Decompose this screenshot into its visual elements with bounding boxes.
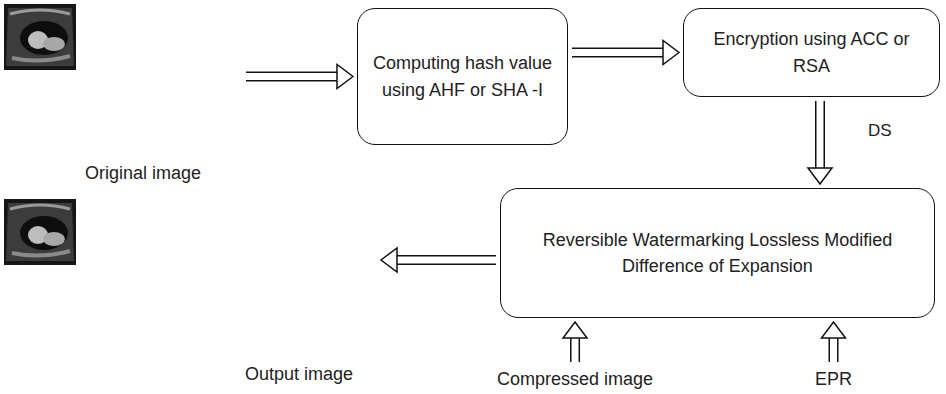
arrow-outline [572, 48, 663, 58]
arrow-fill [246, 73, 337, 80]
arrow-fill [397, 257, 496, 264]
arrow-outline [829, 338, 839, 362]
image-node: Original image [5, 5, 242, 185]
arrowhead [381, 248, 397, 272]
arrowhead [822, 322, 846, 338]
arrowhead [808, 168, 832, 184]
process-box: Reversible Watermarking Lossless Modifie… [500, 188, 935, 318]
image-ground [4, 199, 76, 265]
hollow-arrow [822, 322, 846, 362]
arrow-fill [817, 101, 824, 168]
arrow-outline [570, 338, 580, 362]
scan-fan [6, 8, 74, 66]
node-text: Encryption using ACC or RSA [698, 26, 925, 78]
arrow-fill [572, 338, 579, 362]
ultrasound-image [4, 199, 76, 265]
process-box: Computing hash value using AHF or SHA -I [357, 8, 568, 145]
arrow-outline [815, 101, 825, 168]
arrow-fill [572, 49, 663, 56]
scan-arc [10, 205, 70, 209]
sac [20, 21, 68, 55]
arrowhead [663, 41, 679, 65]
tissue [12, 56, 70, 61]
arrow-fill [830, 338, 837, 362]
ultrasound-image [4, 4, 76, 70]
hollow-arrow [572, 41, 679, 65]
arrowhead [337, 65, 353, 89]
hollow-arrow [808, 101, 832, 184]
arrow-outline [397, 255, 496, 265]
scan-fan [6, 203, 74, 261]
edge-label: DS [866, 121, 894, 141]
scan-arc [10, 10, 70, 14]
arrow-outline [246, 72, 337, 82]
input-node: Compressed image [497, 366, 653, 392]
hollow-arrow [563, 322, 587, 362]
node-text: Computing hash value using AHF or SHA -I [372, 50, 553, 102]
sac [20, 216, 68, 250]
node-text: Output image [245, 361, 353, 387]
process-box: Encryption using ACC or RSA [683, 8, 940, 97]
node-text: Compressed image [497, 366, 653, 392]
image-node: Output image [5, 195, 377, 387]
input-node: EPR [815, 366, 852, 392]
node-text: EPR [815, 366, 852, 392]
hollow-arrow [381, 248, 496, 272]
hollow-arrow [246, 65, 353, 89]
arrowhead [563, 322, 587, 338]
node-text: Original image [85, 160, 201, 186]
fetus-body [43, 37, 65, 51]
image-ground [4, 4, 76, 70]
tissue [12, 251, 70, 256]
fetus-body [43, 232, 65, 246]
node-text: Reversible Watermarking Lossless Modifie… [515, 227, 920, 279]
